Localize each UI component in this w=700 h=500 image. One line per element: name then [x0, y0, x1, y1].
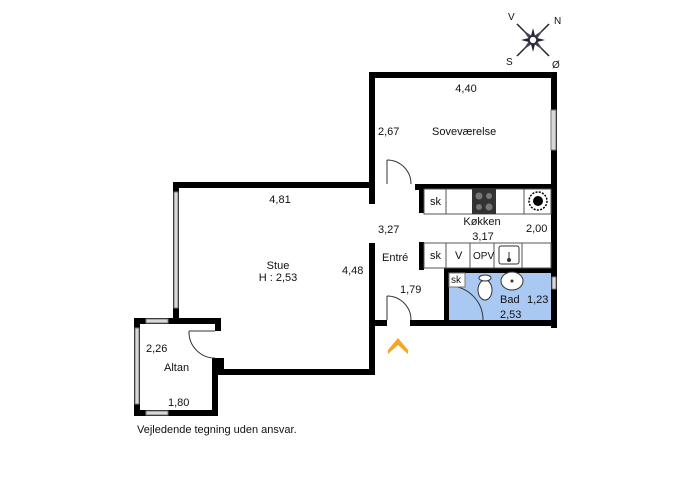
compass-south: S: [506, 57, 513, 68]
compass-icon: [516, 23, 550, 57]
bath-depth: 1,23: [527, 294, 549, 306]
extractor-fan-icon: [528, 191, 548, 211]
altan-depth: 2,26: [146, 343, 168, 355]
stue-name: Stue: [266, 260, 290, 272]
bedroom-depth: 2,67: [378, 126, 400, 138]
stue-width: 4,81: [269, 194, 291, 206]
stove-icon: [472, 189, 496, 214]
kitchen-name: Køkken: [463, 216, 501, 228]
sink-icon: [498, 245, 520, 265]
bath-fill: [449, 272, 552, 320]
kitchen-depth: 2,00: [526, 223, 548, 235]
kitchen-cabinet-top: sk: [430, 196, 441, 208]
stue-depth: 4,48: [342, 265, 364, 277]
altan-width: 1,80: [168, 397, 190, 409]
kitchen-cabinet-bottom: sk: [430, 250, 441, 262]
kitchen-v: V: [455, 250, 463, 262]
entrance-arrow-icon: [388, 338, 408, 354]
compass-east: Ø: [552, 60, 560, 71]
entre-name: Entré: [382, 252, 409, 264]
windows: [134, 109, 557, 416]
altan-name: Altan: [164, 362, 190, 374]
kitchen-width: 3,17: [472, 231, 494, 243]
compass-west: V: [508, 12, 515, 23]
disclaimer: Vejledende tegning uden ansvar.: [137, 424, 297, 436]
kitchen-dishwasher: OPV: [473, 251, 495, 262]
walls: [134, 72, 557, 416]
bath-width: 2,53: [500, 309, 522, 321]
bedroom-width: 4,40: [455, 83, 477, 95]
bath-fixtures: [448, 271, 524, 301]
entre-depth: 1,79: [400, 284, 422, 296]
stue-ceiling-height: H : 2,53: [258, 272, 298, 284]
bath-name: Bad: [500, 294, 520, 306]
bath-cabinet: sk: [451, 275, 461, 286]
entre-width: 3,27: [378, 224, 400, 236]
compass-north: N: [554, 16, 562, 27]
bedroom-name: Soveværelse: [432, 126, 497, 138]
